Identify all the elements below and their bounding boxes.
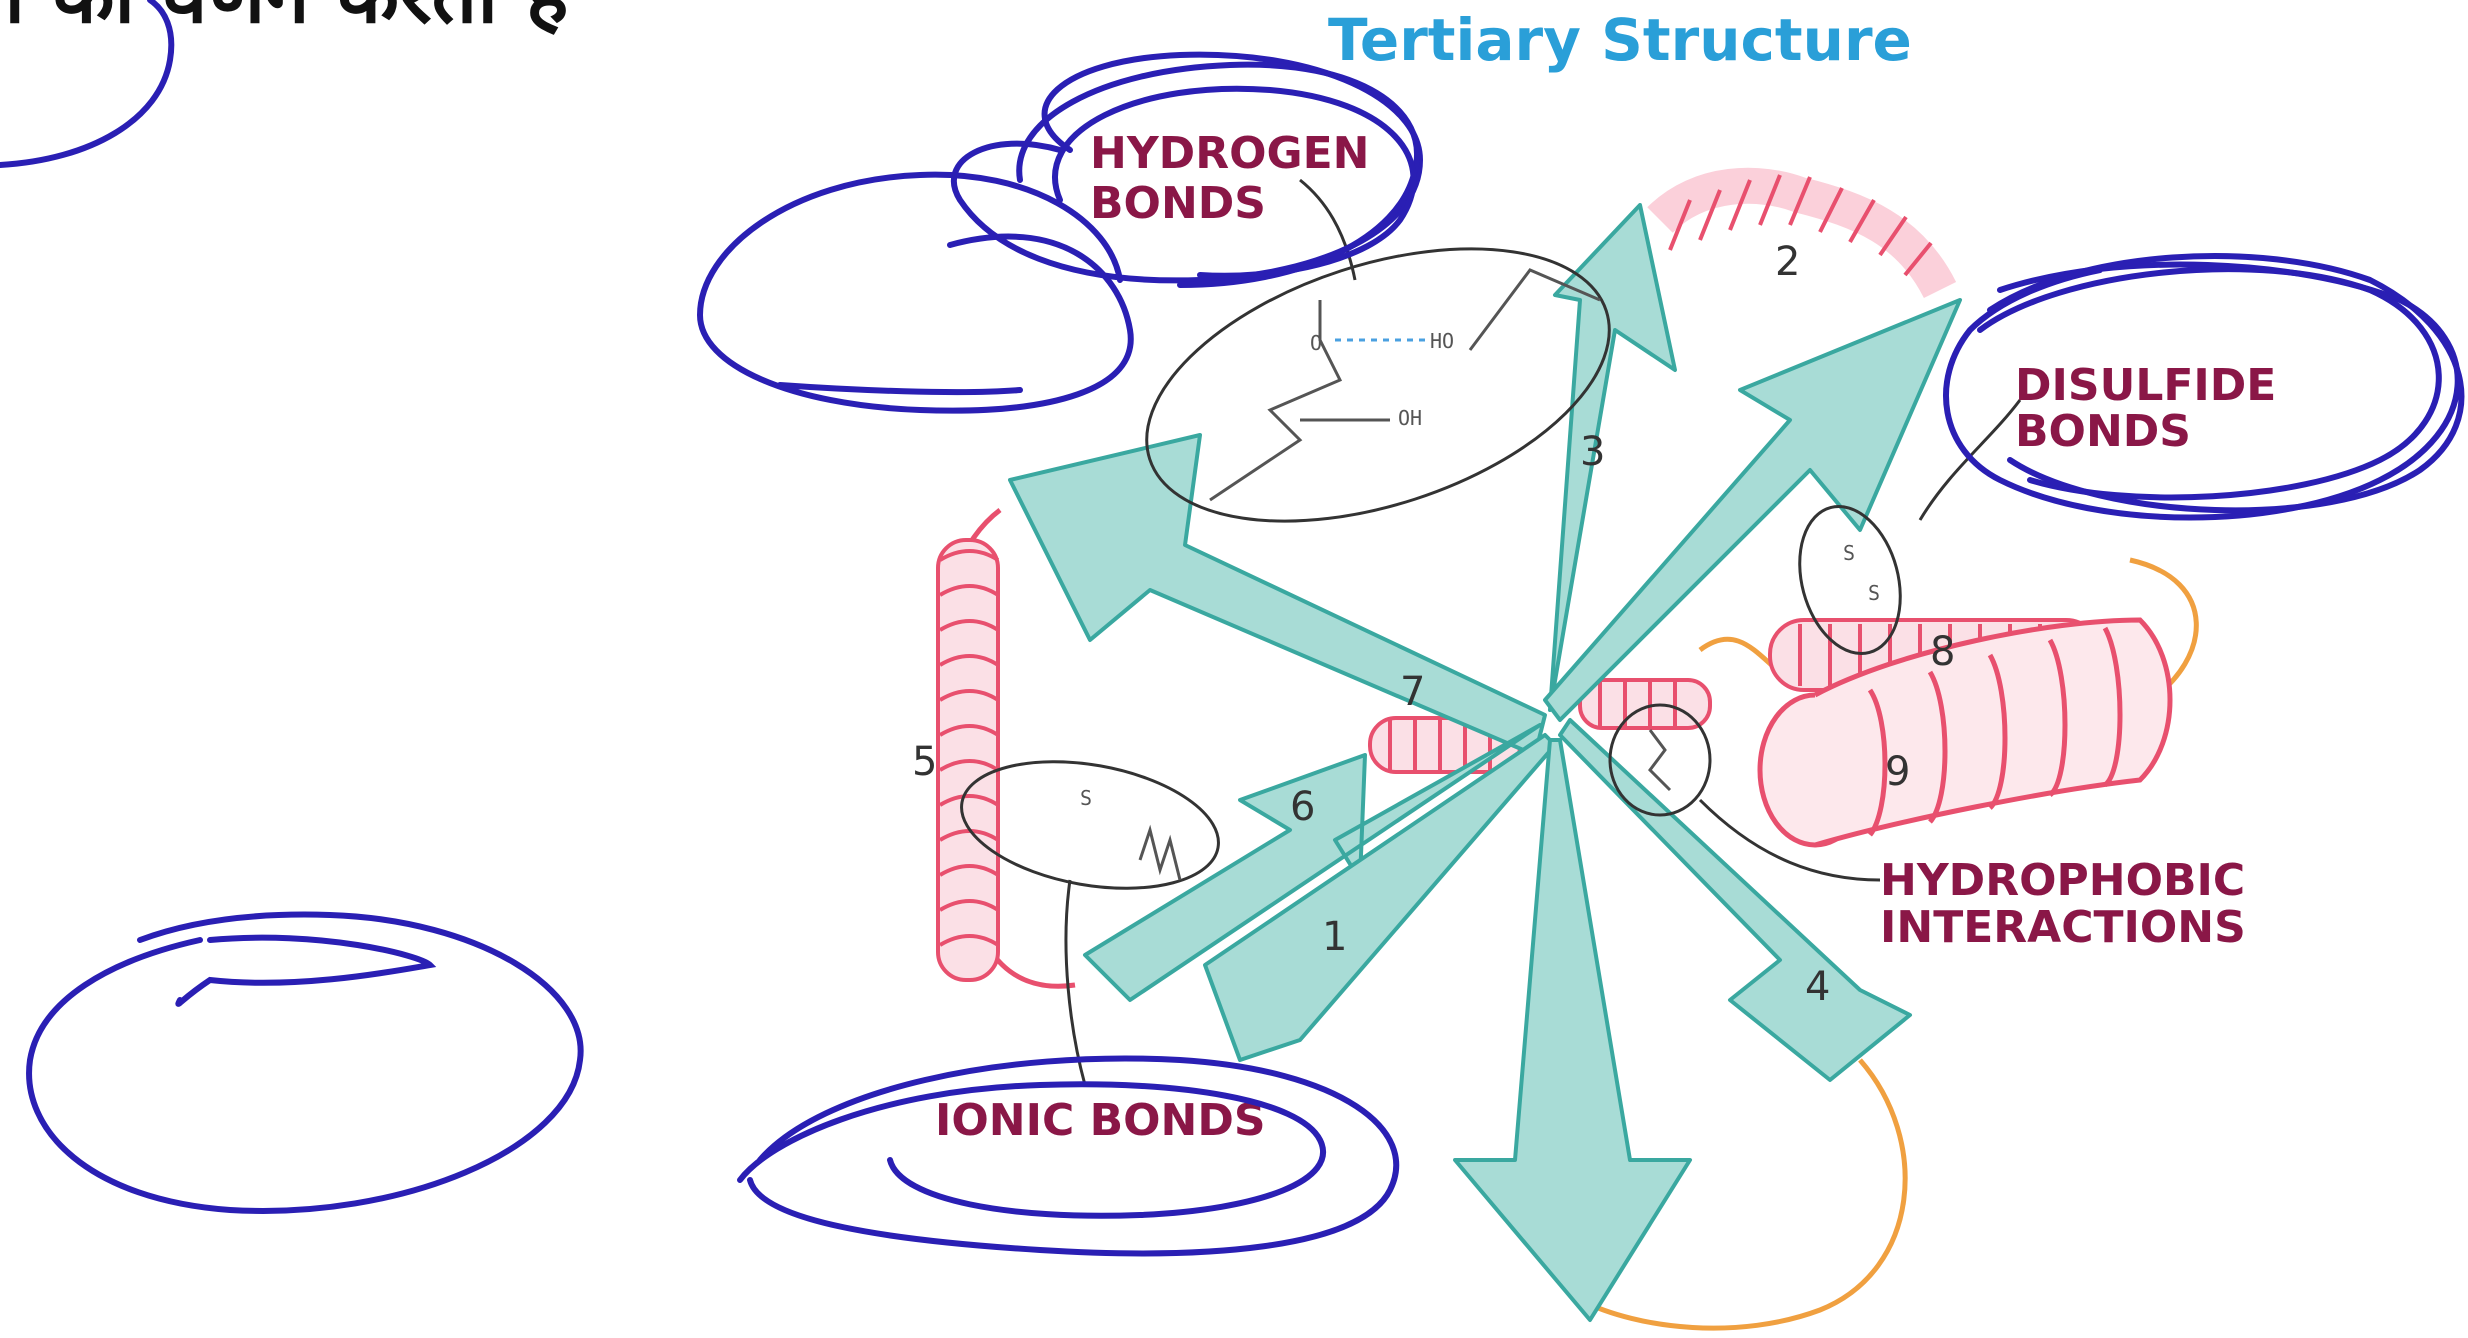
chem-o: O (1310, 331, 1322, 355)
number-7: 7 (1400, 669, 1425, 715)
chem-s1: S (1843, 541, 1855, 565)
label-hydrophobic-1: HYDROPHOBIC (1880, 855, 2245, 906)
sheet-arrow-ul (1010, 435, 1545, 755)
number-5: 5 (912, 739, 937, 785)
number-9: 9 (1885, 749, 1910, 795)
header-text: ना का वर्णन करता है (0, 0, 571, 41)
chem-s2: S (1868, 581, 1880, 605)
annotation-oval-left (700, 175, 1131, 411)
diagram-title: Tertiary Structure (1328, 6, 1912, 74)
label-hydrogen-2: BONDS (1090, 178, 1266, 229)
number-1: 1 (1322, 914, 1347, 960)
label-disulfide-2: BONDS (2015, 406, 2191, 457)
label-hydrophobic-2: INTERACTIONS (1880, 902, 2246, 953)
chem-s3: S (1080, 786, 1092, 810)
annotation-oval-bottomleft (29, 915, 581, 1211)
label-disulfide-1: DISULFIDE (2015, 360, 2276, 411)
label-hydrogen-1: HYDROGEN (1090, 128, 1370, 179)
helix-center (1580, 680, 1710, 728)
helix-5 (938, 540, 998, 980)
label-ionic: IONIC BONDS (935, 1095, 1266, 1146)
number-8: 8 (1930, 629, 1955, 675)
chem-oh: OH (1398, 406, 1422, 430)
number-4: 4 (1805, 964, 1830, 1010)
number-2: 2 (1775, 239, 1800, 285)
chem-ho: HO (1430, 329, 1454, 353)
number-3: 3 (1580, 429, 1605, 475)
number-6: 6 (1290, 784, 1315, 830)
annotation-circle-ionic-1 (750, 1058, 1396, 1253)
